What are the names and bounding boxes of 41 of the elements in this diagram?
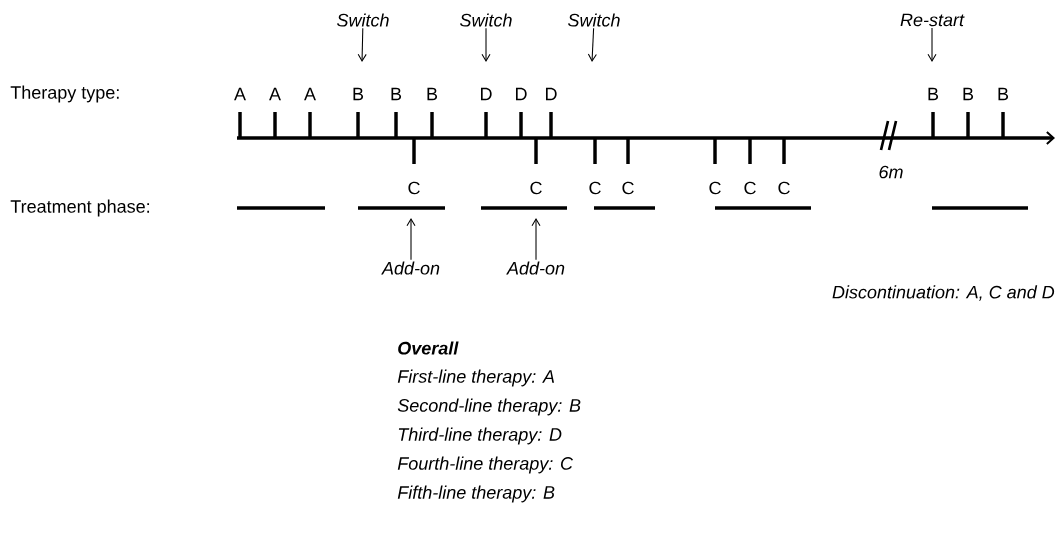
annotation-text: Switch	[568, 13, 620, 27]
therapy-letter: B	[998, 87, 1009, 101]
therapy-letter: B	[353, 87, 364, 101]
list-item: Second-line therapy: B	[397, 398, 581, 416]
therapy-letter: C	[622, 181, 634, 195]
therapy-letter: D	[516, 87, 527, 101]
therapy-letter: C	[530, 181, 542, 195]
note-text: Discontinuation: A, C and D	[832, 285, 1055, 301]
therapy-letter: D	[481, 87, 492, 101]
therapy-letter: A	[304, 87, 316, 101]
therapy-letter: A	[234, 87, 246, 101]
arrow	[481, 27, 491, 62]
arrow	[406, 218, 416, 261]
annotation-text: Re-start	[900, 13, 965, 27]
therapy-letter: A	[269, 87, 281, 101]
therapy-letter: C	[408, 181, 420, 195]
arrow	[927, 27, 937, 62]
therapy-letter: B	[928, 87, 939, 101]
list-item: First-line therapy: A	[397, 369, 554, 387]
arrow	[587, 27, 597, 62]
annotation-text: Switch	[460, 13, 512, 27]
therapy-letter: B	[963, 87, 974, 101]
arrow	[531, 218, 541, 261]
row-heading: Therapy type:	[10, 85, 119, 103]
therapy-letter: C	[589, 181, 601, 195]
therapy-letter: D	[546, 87, 557, 101]
annotation-text: Add-on	[381, 261, 440, 275]
list-heading: Overall	[398, 341, 459, 355]
annotation-text: Add-on	[506, 261, 565, 275]
arrow	[357, 27, 367, 62]
list-item: Fifth-line therapy: B	[397, 485, 555, 503]
list-item: Fourth-line therapy: C	[397, 456, 574, 474]
list-item: Third-line therapy: D	[398, 427, 562, 445]
therapy-letter: C	[778, 181, 790, 195]
therapy-letter: B	[391, 87, 402, 101]
therapy-letter: C	[709, 181, 721, 195]
gap-label: 6m	[879, 165, 903, 179]
annotation-text: Switch	[337, 13, 389, 27]
therapy-letter: C	[744, 181, 756, 195]
row-heading: Treatment phase:	[10, 199, 149, 217]
therapy-letter: B	[427, 87, 438, 101]
